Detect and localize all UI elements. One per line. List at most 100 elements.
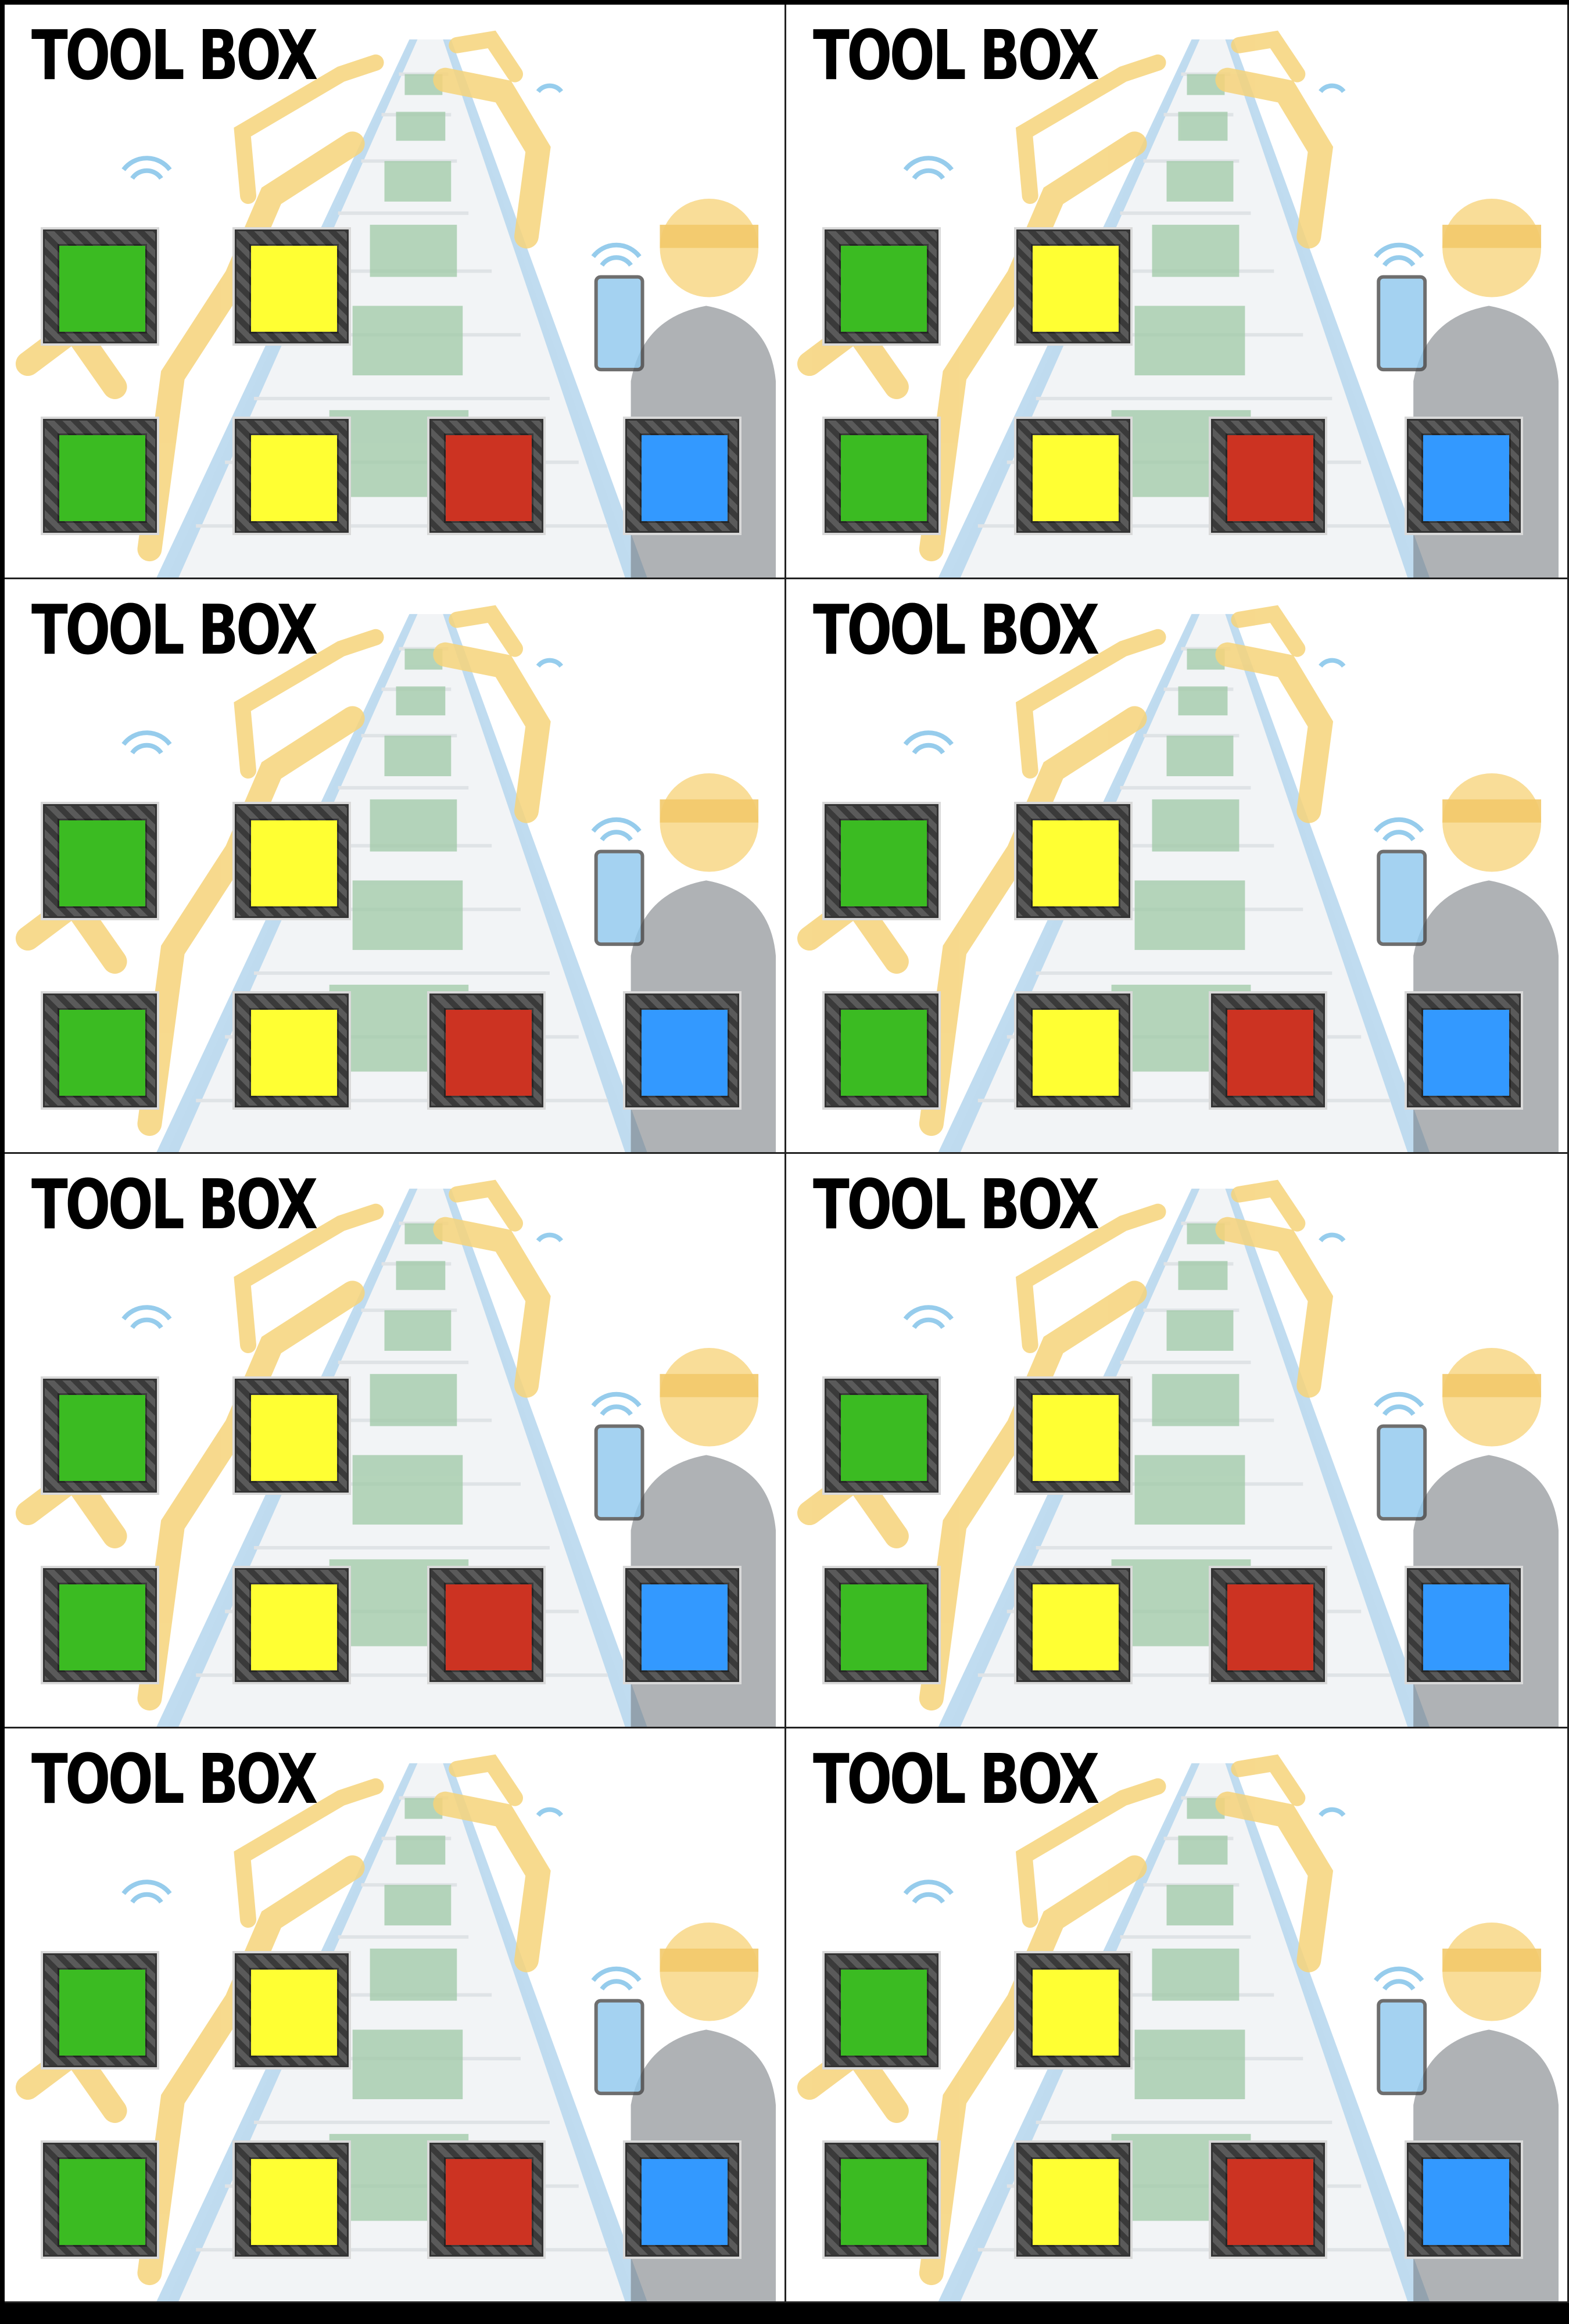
blue-tile (1405, 417, 1523, 535)
yellow-tile (232, 227, 351, 346)
green-tile (822, 1566, 941, 1684)
green-tile (41, 1951, 159, 2070)
red-swatch (446, 1584, 532, 1670)
green-swatch (841, 1970, 927, 2056)
green-tile (41, 991, 159, 1110)
tool-box-card: TOOL BOX (5, 5, 786, 579)
tool-box-card: TOOL BOX (5, 1154, 786, 1728)
blue-swatch (642, 1584, 728, 1670)
yellow-tile (232, 417, 351, 535)
green-swatch (59, 2159, 145, 2245)
blue-swatch (1423, 2159, 1509, 2245)
yellow-tile (232, 1376, 351, 1495)
yellow-swatch (251, 246, 337, 332)
blue-tile (623, 2140, 741, 2259)
yellow-tile (1014, 1951, 1133, 2070)
green-swatch (59, 1010, 145, 1096)
green-tile (41, 417, 159, 535)
red-swatch (1227, 1010, 1313, 1096)
green-swatch (59, 246, 145, 332)
card-title: TOOL BOX (813, 15, 1099, 95)
red-tile (1209, 2140, 1327, 2259)
yellow-tile (232, 802, 351, 920)
red-tile (1209, 991, 1327, 1110)
green-tile (822, 802, 941, 920)
card-title: TOOL BOX (31, 15, 318, 95)
yellow-swatch (1033, 1970, 1119, 2056)
yellow-tile (1014, 2140, 1133, 2259)
tool-box-card: TOOL BOX (5, 579, 786, 1154)
blue-tile (623, 991, 741, 1110)
green-tile (822, 2140, 941, 2259)
card-title: TOOL BOX (31, 590, 318, 670)
yellow-swatch (251, 2159, 337, 2245)
red-tile (427, 2140, 546, 2259)
green-swatch (841, 1584, 927, 1670)
red-tile (1209, 417, 1327, 535)
yellow-tile (232, 1951, 351, 2070)
tool-box-card: TOOL BOX (786, 579, 1569, 1154)
green-swatch (841, 820, 927, 906)
yellow-swatch (1033, 820, 1119, 906)
yellow-tile (1014, 1376, 1133, 1495)
green-tile (41, 1376, 159, 1495)
green-swatch (59, 820, 145, 906)
tool-box-card: TOOL BOX (786, 1154, 1569, 1728)
green-tile (41, 802, 159, 920)
yellow-swatch (251, 435, 337, 521)
red-swatch (1227, 435, 1313, 521)
tool-box-card: TOOL BOX (5, 1728, 786, 2303)
yellow-swatch (251, 1010, 337, 1096)
green-tile (822, 1951, 941, 2070)
green-swatch (841, 435, 927, 521)
green-swatch (59, 435, 145, 521)
yellow-tile (232, 2140, 351, 2259)
red-swatch (446, 2159, 532, 2245)
red-tile (427, 991, 546, 1110)
red-swatch (446, 435, 532, 521)
blue-tile (1405, 1566, 1523, 1684)
yellow-tile (232, 1566, 351, 1684)
blue-tile (1405, 991, 1523, 1110)
green-swatch (59, 1970, 145, 2056)
red-tile (427, 417, 546, 535)
green-swatch (841, 1395, 927, 1481)
yellow-swatch (1033, 1584, 1119, 1670)
green-swatch (59, 1395, 145, 1481)
green-tile (41, 2140, 159, 2259)
green-tile (822, 227, 941, 346)
yellow-swatch (251, 1395, 337, 1481)
red-tile (1209, 1566, 1327, 1684)
card-title: TOOL BOX (31, 1164, 318, 1245)
yellow-swatch (1033, 246, 1119, 332)
blue-swatch (642, 1010, 728, 1096)
blue-swatch (642, 435, 728, 521)
blue-swatch (1423, 1010, 1509, 1096)
yellow-swatch (1033, 1010, 1119, 1096)
yellow-tile (1014, 991, 1133, 1110)
card-title: TOOL BOX (31, 1739, 318, 1819)
red-swatch (1227, 2159, 1313, 2245)
yellow-swatch (251, 820, 337, 906)
green-tile (822, 1376, 941, 1495)
yellow-tile (1014, 417, 1133, 535)
blue-tile (623, 1566, 741, 1684)
green-tile (41, 1566, 159, 1684)
green-swatch (841, 2159, 927, 2245)
red-swatch (1227, 1584, 1313, 1670)
yellow-tile (232, 991, 351, 1110)
blue-swatch (1423, 1584, 1509, 1670)
card-grid: TOOL BOX (5, 5, 1569, 2303)
blue-tile (623, 417, 741, 535)
green-swatch (841, 246, 927, 332)
green-tile (41, 227, 159, 346)
yellow-swatch (1033, 435, 1119, 521)
yellow-tile (1014, 227, 1133, 346)
card-title: TOOL BOX (813, 1739, 1099, 1819)
red-tile (427, 1566, 546, 1684)
blue-tile (1405, 2140, 1523, 2259)
tool-box-card: TOOL BOX (786, 1728, 1569, 2303)
green-swatch (841, 1010, 927, 1096)
yellow-tile (1014, 1566, 1133, 1684)
